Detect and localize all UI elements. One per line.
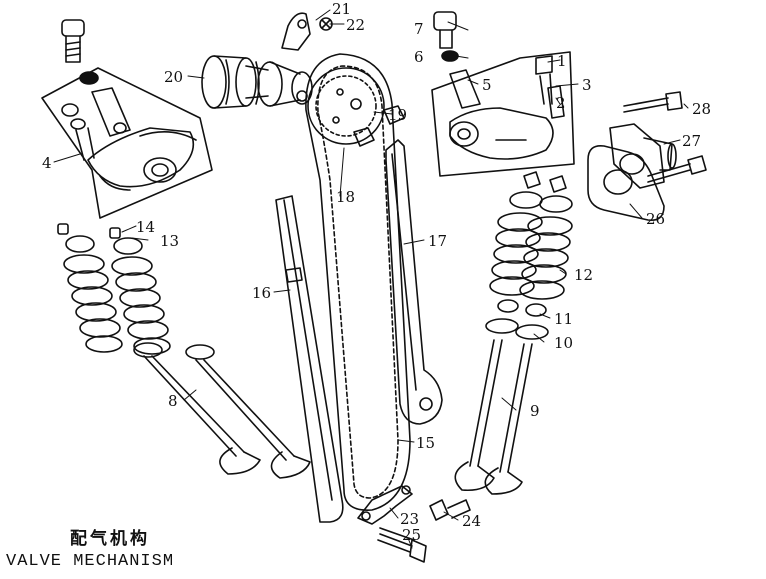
callout-6: 6 bbox=[414, 48, 424, 66]
right-rocker-box bbox=[431, 51, 575, 177]
callout-3: 3 bbox=[582, 76, 592, 94]
right-valve-springs bbox=[489, 191, 573, 300]
right-valve-keepers bbox=[523, 171, 567, 193]
callout-9: 9 bbox=[530, 402, 540, 420]
right-rocker-bolt bbox=[433, 11, 459, 62]
callout-20: 20 bbox=[164, 68, 183, 86]
callout-22: 22 bbox=[346, 16, 365, 34]
callout-11: 11 bbox=[554, 310, 573, 328]
camshaft bbox=[201, 55, 313, 109]
callout-23: 23 bbox=[400, 510, 419, 528]
left-rocker-bolt bbox=[61, 19, 99, 85]
right-valves bbox=[454, 339, 533, 495]
callout-5: 5 bbox=[482, 76, 492, 94]
chain-guide-bracket bbox=[281, 12, 333, 51]
left-valves bbox=[133, 342, 311, 479]
callout-16: 16 bbox=[252, 284, 271, 302]
callout-1: 1 bbox=[557, 52, 567, 70]
callout-24: 24 bbox=[462, 512, 481, 530]
tensioner-body bbox=[609, 123, 677, 189]
left-valve-spring-set-b bbox=[109, 227, 171, 355]
callout-7: 7 bbox=[414, 20, 424, 38]
title-english: VALVE MECHANISM bbox=[6, 552, 175, 571]
tensioner-gasket bbox=[587, 144, 665, 222]
timing-chain bbox=[305, 53, 411, 511]
right-valve-seals bbox=[485, 299, 549, 340]
leader-lines bbox=[53, 9, 689, 549]
left-rocker-box bbox=[41, 67, 213, 219]
chain-guide bbox=[385, 139, 443, 425]
title-chinese: 配气机构 bbox=[70, 529, 150, 549]
callout-15: 15 bbox=[416, 434, 435, 452]
callout-17: 17 bbox=[428, 232, 447, 250]
callout-14: 14 bbox=[136, 218, 155, 236]
right-rocker-arm bbox=[449, 55, 565, 160]
callout-12: 12 bbox=[574, 266, 593, 284]
callout-19: 19 bbox=[388, 106, 407, 124]
tensioner-bolts bbox=[623, 91, 707, 183]
callout-27: 27 bbox=[682, 132, 701, 150]
sprocket-bolts bbox=[353, 105, 405, 147]
callout-4: 4 bbox=[42, 154, 52, 172]
callout-21: 21 bbox=[332, 0, 351, 18]
left-rocker-arm bbox=[61, 87, 197, 191]
callout-25: 25 bbox=[402, 526, 421, 544]
callout-13: 13 bbox=[160, 232, 179, 250]
tensioner-guide bbox=[275, 195, 344, 523]
cam-sprocket bbox=[307, 67, 385, 145]
callout-26: 26 bbox=[646, 210, 665, 228]
callout-2: 2 bbox=[556, 94, 566, 112]
callout-18: 18 bbox=[336, 188, 355, 206]
callout-28: 28 bbox=[692, 100, 711, 118]
left-valve-spring-set-a bbox=[57, 223, 123, 353]
tensioner-plate bbox=[357, 485, 413, 525]
callout-8: 8 bbox=[168, 392, 178, 410]
callout-labels: 1 2 3 4 5 6 7 8 9 10 11 12 13 14 15 16 1… bbox=[42, 0, 711, 544]
callout-10: 10 bbox=[554, 334, 573, 352]
